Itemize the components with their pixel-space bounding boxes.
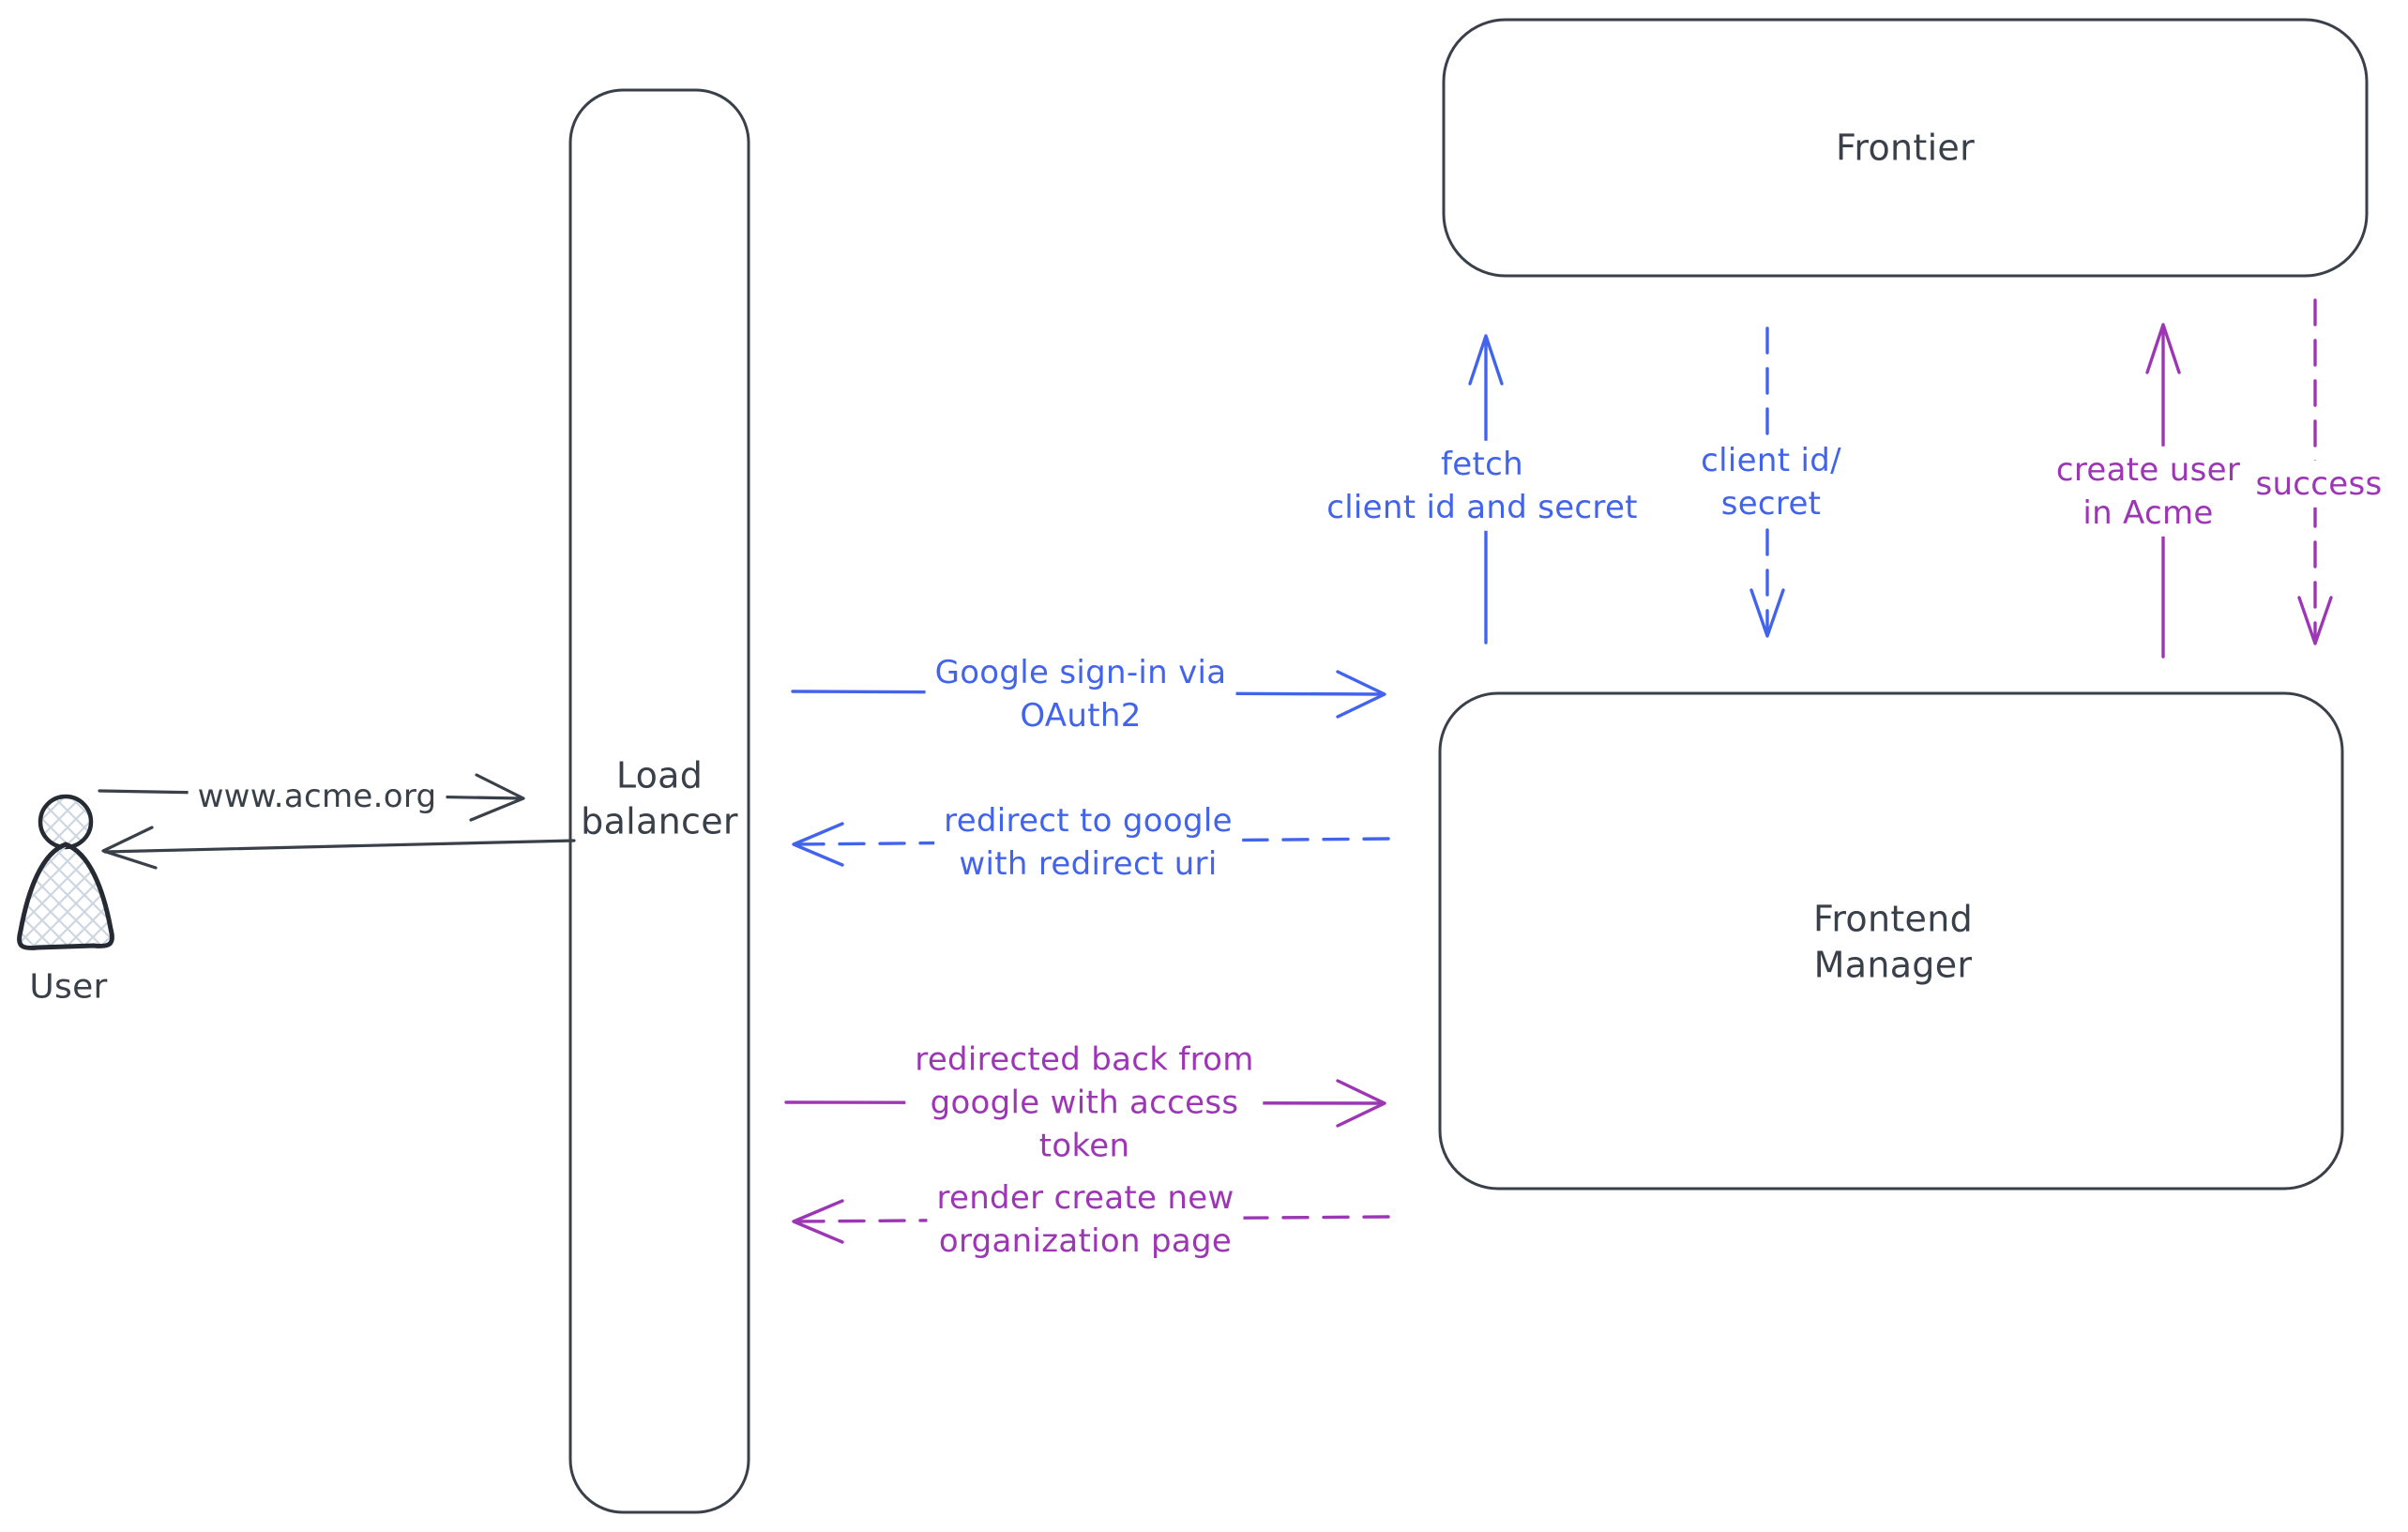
render-create-org-label: render create new organization page [927,1174,1244,1266]
frontend-manager-label: Frontend Manager [1812,898,1974,986]
user-figure [17,794,114,950]
www-acme-label: www.acme.org [188,772,447,821]
fetch-client-id-label: fetch client id and secret [1317,440,1647,532]
user-body [17,842,114,950]
redirected-back-label: redirected back from google with access … [905,1036,1264,1171]
user-head [38,794,94,850]
redirect-to-google-label: redirect to google with redirect uri [934,796,1242,888]
frontier-box [1442,18,2369,278]
frontier-label: Frontier [1835,127,1976,169]
arrow-client-id-secret [1749,326,1785,638]
load-balancer-box [568,88,750,1514]
google-signin-label: Google sign-in via OAuth2 [925,648,1236,740]
client-id-secret-label: client id/ secret [1691,436,1851,528]
arrow-response-to-user [101,826,576,870]
create-user-label: create user in Acme [2046,446,2250,538]
node-boxes [568,18,2369,1514]
success-label: success [2246,460,2392,508]
load-balancer-label: Load balancer [581,754,738,842]
user-label: User [29,967,108,1007]
frontend-manager-box [1438,691,2344,1191]
